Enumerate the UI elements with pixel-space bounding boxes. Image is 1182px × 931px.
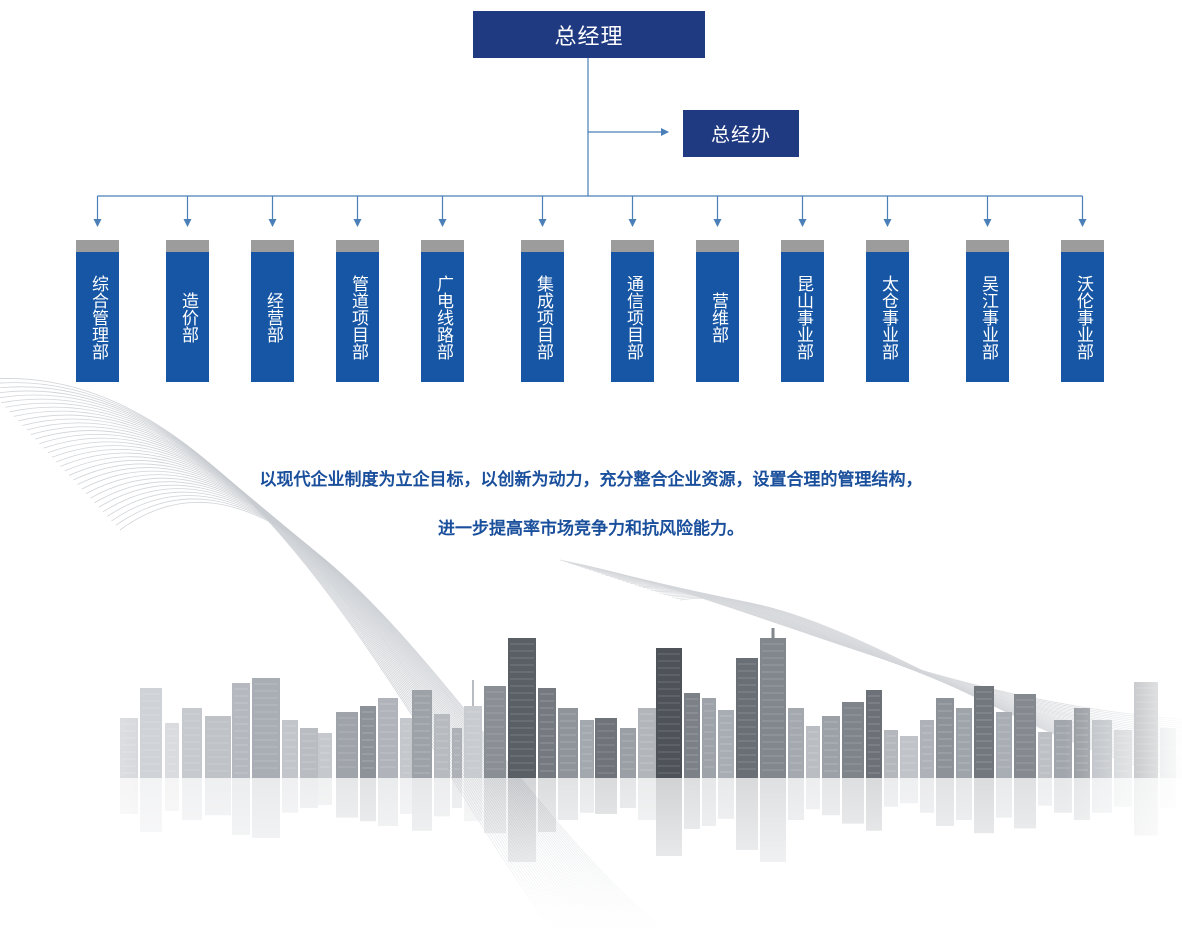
dept-cap	[781, 240, 824, 252]
dept-box-4[interactable]: 管道项目部	[336, 240, 379, 382]
dept-label: 吴江事业部	[978, 274, 998, 360]
dept-box-5[interactable]: 广电线路部	[421, 240, 464, 382]
dept-cap	[251, 240, 294, 252]
dept-label: 通信项目部	[623, 274, 643, 360]
slogan-line-2: 进一步提高率市场竞争力和抗风险能力。	[438, 519, 744, 539]
dept-box-11[interactable]: 吴江事业部	[966, 240, 1009, 382]
dept-cap	[76, 240, 119, 252]
dept-body	[76, 252, 119, 382]
general-office-label: 总经办	[710, 124, 771, 146]
dept-label: 太仓事业部	[878, 274, 898, 360]
dept-label: 综合管理部	[88, 274, 108, 360]
dept-box-2[interactable]: 造价部	[166, 240, 209, 382]
dept-box-1[interactable]: 综合管理部	[76, 240, 119, 382]
dept-cap	[966, 240, 1009, 252]
dept-box-8[interactable]: 营维部	[696, 240, 739, 382]
dept-label: 集成项目部	[533, 274, 553, 360]
dept-body	[521, 252, 564, 382]
general-manager-box[interactable]: 总经理	[473, 11, 705, 58]
dept-cap	[166, 240, 209, 252]
dept-box-12[interactable]: 沃伦事业部	[1061, 240, 1104, 382]
dept-label: 沃伦事业部	[1073, 274, 1093, 360]
dept-box-3[interactable]: 经营部	[251, 240, 294, 382]
dept-cap	[1061, 240, 1104, 252]
dept-cap	[421, 240, 464, 252]
dept-cap	[336, 240, 379, 252]
dept-cap	[521, 240, 564, 252]
dept-body	[781, 252, 824, 382]
dept-body	[866, 252, 909, 382]
dept-box-9[interactable]: 昆山事业部	[781, 240, 824, 382]
dept-body	[1061, 252, 1104, 382]
dept-body	[336, 252, 379, 382]
dept-body	[166, 252, 209, 382]
dept-body	[696, 252, 739, 382]
dept-label: 广电线路部	[433, 274, 453, 360]
dept-label: 造价部	[178, 291, 198, 343]
dept-label: 营维部	[708, 291, 728, 343]
dept-cap	[866, 240, 909, 252]
dept-body	[966, 252, 1009, 382]
general-office-box[interactable]: 总经办	[683, 110, 799, 157]
dept-body	[421, 252, 464, 382]
dept-cap	[611, 240, 654, 252]
dept-label: 昆山事业部	[793, 274, 813, 360]
dept-box-10[interactable]: 太仓事业部	[866, 240, 909, 382]
slogan-line-1: 以现代企业制度为立企目标，以创新为动力，充分整合企业资源，设置合理的管理结构，	[259, 470, 923, 490]
dept-cap	[696, 240, 739, 252]
dept-box-6[interactable]: 集成项目部	[521, 240, 564, 382]
dept-body	[611, 252, 654, 382]
general-manager-label: 总经理	[554, 24, 624, 50]
dept-box-7[interactable]: 通信项目部	[611, 240, 654, 382]
dept-label: 经营部	[263, 291, 283, 343]
dept-body	[251, 252, 294, 382]
dept-label: 管道项目部	[348, 274, 368, 360]
